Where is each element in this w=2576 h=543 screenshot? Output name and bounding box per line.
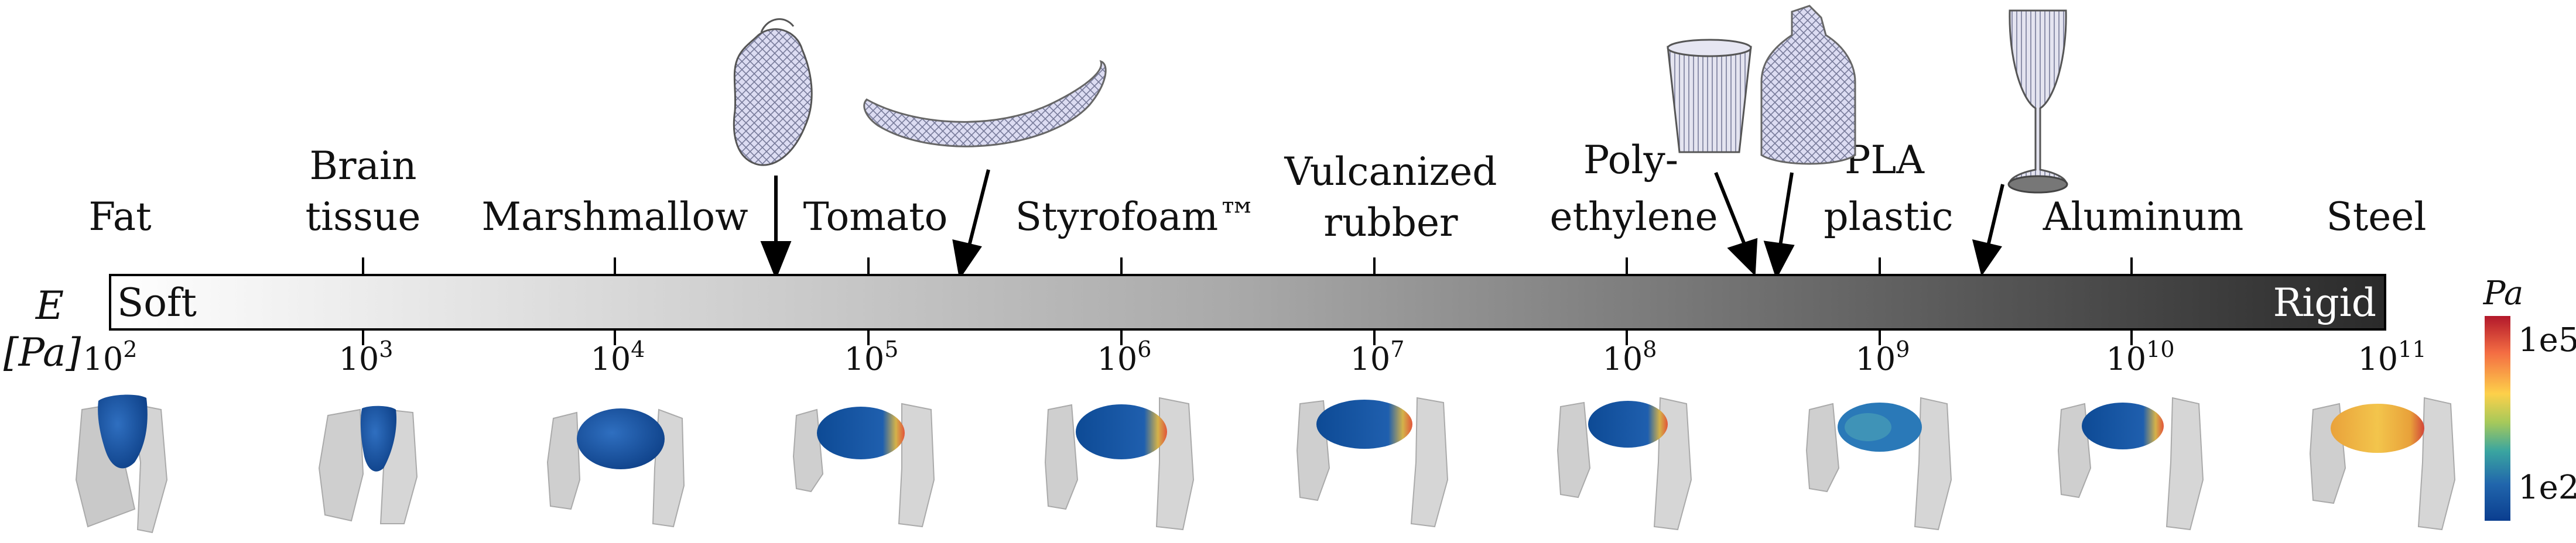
bottle-arrow — [1778, 172, 1794, 246]
simulation-brain — [318, 405, 418, 524]
simulation-polyethylene — [1556, 397, 1692, 531]
bottle-arrow-head — [1763, 240, 1795, 280]
tick-label-1e9: 109 — [1856, 336, 1910, 377]
simulation-tomato — [792, 403, 935, 528]
heart-mesh-icon — [733, 18, 813, 166]
bottle-mesh-icon — [1760, 5, 1856, 165]
colorbar-max-label: 1e5 — [2518, 321, 2576, 359]
tick-label-1e2: 102 — [83, 336, 138, 377]
cup-arrow — [1714, 171, 1747, 247]
top-tick-marks — [362, 257, 2133, 275]
colorbar-min-label: 1e2 — [2518, 469, 2576, 507]
simulation-styrofoam — [1044, 397, 1195, 531]
simulation-pla — [1805, 397, 1952, 531]
stiffness-gradient-bar — [109, 274, 2386, 331]
material-label-tomato: Tomato — [803, 194, 948, 239]
soft-label: Soft — [117, 280, 197, 325]
heart-arrow-head — [760, 241, 792, 280]
material-label-rubber-line2: rubber — [1323, 200, 1458, 245]
tick-label-1e5: 105 — [844, 336, 899, 377]
material-label-brain-line1: Brain — [309, 143, 416, 188]
bottom-tick-marks — [362, 329, 2133, 345]
material-label-fat: Fat — [88, 194, 151, 239]
glass-arrow-head — [1972, 239, 2002, 277]
simulation-fat — [75, 394, 168, 534]
material-label-pla-line1: PLA — [1845, 138, 1925, 183]
simulation-rubber — [1296, 397, 1449, 528]
simulation-steel — [2309, 397, 2456, 531]
axis-symbol: E — [35, 283, 64, 328]
material-label-pe-line2: ethylene — [1549, 194, 1718, 239]
banana-arrow-head — [952, 239, 982, 280]
simulation-renders — [75, 394, 2456, 534]
tick-label-1e11: 1011 — [2358, 336, 2426, 377]
cup-mesh-icon — [1667, 39, 1752, 153]
banana-mesh-icon — [863, 60, 1107, 147]
material-label-brain-line2: tissue — [306, 194, 421, 239]
glass-arrow — [1986, 184, 2004, 246]
material-label-pla-line2: plastic — [1824, 194, 1953, 239]
material-label-marshmallow: Marshmallow — [481, 194, 748, 239]
banana-arrow — [967, 169, 990, 246]
tick-label-1e7: 107 — [1350, 336, 1405, 377]
tick-label-1e3: 103 — [339, 336, 394, 377]
material-labels: Fat Brain tissue Marshmallow Tomato Styr… — [88, 138, 2426, 245]
tick-label-1e10: 1010 — [2106, 336, 2174, 377]
tick-label-1e4: 104 — [591, 336, 645, 377]
rigid-label: Rigid — [2273, 280, 2376, 325]
colorbar-gradient — [2485, 316, 2510, 521]
material-label-pe-line1: Poly- — [1583, 138, 1678, 183]
tick-labels: 102 103 104 105 106 107 108 109 1010 101… — [83, 336, 2427, 377]
pressure-colorbar: Pa 1e5 1e2 — [2483, 274, 2576, 521]
tick-label-1e8: 108 — [1603, 336, 1657, 377]
colorbar-title: Pa — [2483, 274, 2524, 312]
cup-arrow-head — [1727, 238, 1758, 276]
material-label-aluminum: Aluminum — [2043, 194, 2244, 239]
material-label-steel: Steel — [2327, 194, 2427, 239]
wine-glass-mesh-icon — [2007, 9, 2068, 194]
object-arrows — [760, 169, 2004, 280]
material-label-styrofoam: Styrofoam™ — [1015, 194, 1257, 239]
material-label-rubber-line1: Vulcanized — [1284, 149, 1497, 194]
simulation-aluminum — [2057, 397, 2204, 531]
simulation-marshmallow — [546, 408, 685, 528]
tick-label-1e6: 106 — [1097, 336, 1152, 377]
axis-unit: [Pa] — [4, 330, 81, 375]
